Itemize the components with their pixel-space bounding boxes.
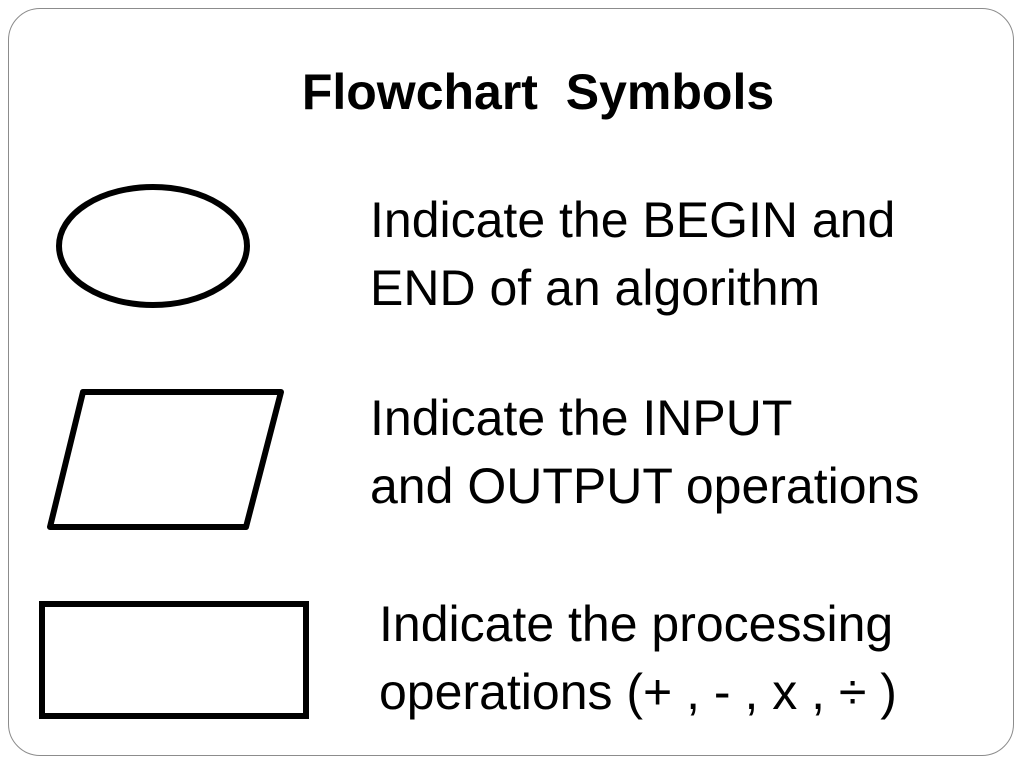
input-output-description: Indicate the INPUT and OUTPUT operations	[370, 384, 919, 520]
slide-title: Flowchart Symbols	[301, 64, 775, 120]
description-line: operations (+ , - , x , ÷ )	[379, 664, 897, 720]
description-line: Indicate the BEGIN and	[370, 192, 896, 248]
description-line: END of an algorithm	[370, 260, 821, 316]
parallelogram-icon	[47, 389, 284, 530]
rectangle-icon	[39, 601, 309, 719]
description-line: and OUTPUT operations	[370, 458, 920, 514]
slide-frame	[8, 8, 1014, 756]
oval-icon	[56, 184, 250, 308]
description-line: Indicate the INPUT	[370, 390, 793, 446]
processing-description: Indicate the processing operations (+ , …	[379, 590, 897, 726]
begin-end-description: Indicate the BEGIN and END of an algorit…	[370, 186, 895, 322]
description-line: Indicate the processing	[379, 596, 894, 652]
